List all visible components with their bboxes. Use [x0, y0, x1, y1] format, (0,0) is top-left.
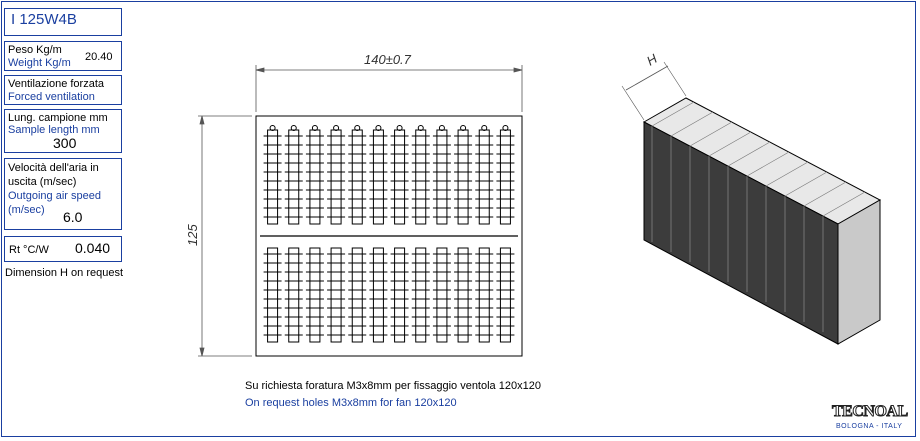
sample-length-label-it: Lung. campione mm — [8, 112, 108, 124]
air-speed-box: Velocità dell'aria in uscita (m/sec) Out… — [4, 158, 122, 230]
fin — [309, 247, 321, 343]
mount-hole — [396, 125, 403, 131]
profile-section — [255, 115, 523, 357]
mount-hole — [438, 125, 445, 131]
fin — [267, 247, 279, 343]
iso-fin-top — [784, 171, 828, 197]
iso-fin-top — [765, 161, 809, 187]
fin — [372, 247, 384, 343]
note-english: On request holes M3x8mm for fan 120x120 — [245, 397, 457, 409]
rt-label: Rt °C/W — [9, 244, 49, 256]
sample-length-label-en: Sample length mm — [8, 124, 100, 136]
weight-box: Peso Kg/m Weight Kg/m 20.40 — [4, 41, 122, 71]
mount-hole — [460, 125, 467, 131]
mount-hole — [311, 125, 318, 131]
note-italian: Su richiesta foratura M3x8mm per fissagg… — [245, 380, 541, 392]
iso-fin-top — [670, 111, 714, 137]
air-speed-value: 6.0 — [63, 209, 83, 225]
fin — [478, 247, 490, 343]
iso-fin-top — [746, 151, 790, 177]
fin — [394, 247, 406, 343]
h-dimension: H — [644, 51, 660, 69]
rt-box: Rt °C/W 0.040 — [4, 236, 122, 262]
mount-hole — [417, 125, 424, 131]
iso-fin-top — [651, 101, 695, 127]
fin — [436, 247, 448, 343]
iso-fin-top — [727, 141, 771, 167]
brand-name: TECNOAL — [832, 403, 909, 421]
sample-length-box: Lung. campione mm Sample length mm 300 — [4, 109, 122, 153]
fin — [330, 247, 342, 343]
ventilation-label-it: Ventilazione forzata — [8, 78, 105, 90]
rt-value: 0.040 — [75, 240, 111, 256]
fin — [415, 247, 427, 343]
air-speed-label-en-1: Outgoing air speed — [8, 190, 101, 202]
height-dimension: 125 — [185, 224, 200, 246]
width-dimension: 140±0.7 — [364, 52, 412, 67]
fin — [499, 247, 511, 343]
mount-hole — [375, 125, 382, 131]
ventilation-label-en: Forced ventilation — [8, 91, 95, 103]
mount-hole — [354, 125, 361, 131]
sample-length-value: 300 — [53, 135, 77, 151]
iso-fin-top — [708, 131, 752, 157]
brand-logo: TECNOAL BOLOGNA - ITALY — [828, 403, 912, 433]
air-speed-label-it-1: Velocità dell'aria in — [8, 162, 99, 174]
iso-fin-top — [689, 121, 733, 147]
weight-value: 20.40 — [85, 51, 113, 63]
model-code: I 125W4B — [11, 11, 77, 28]
iso-fin-top — [803, 181, 847, 207]
mount-hole — [481, 125, 488, 131]
weight-label-it: Peso Kg/m — [8, 44, 62, 56]
dimension-note: Dimension H on request — [5, 267, 124, 279]
air-speed-label-en-2: (m/sec) — [8, 204, 45, 216]
fin — [288, 247, 300, 343]
weight-label-en: Weight Kg/m — [8, 57, 71, 69]
fin — [351, 247, 363, 343]
mount-hole — [290, 125, 297, 131]
brand-location: BOLOGNA - ITALY — [836, 423, 903, 430]
air-speed-label-it-2: uscita (m/sec) — [8, 176, 77, 188]
iso-fin-top — [822, 191, 866, 217]
dimension-lines — [198, 65, 523, 357]
fin — [457, 247, 469, 343]
mount-hole — [269, 125, 276, 131]
ventilation-box: Ventilazione forzata Forced ventilation — [4, 75, 122, 105]
mount-hole — [333, 125, 340, 131]
model-box: I 125W4B — [4, 8, 122, 36]
mount-hole — [502, 125, 509, 131]
isometric-view — [621, 61, 882, 345]
